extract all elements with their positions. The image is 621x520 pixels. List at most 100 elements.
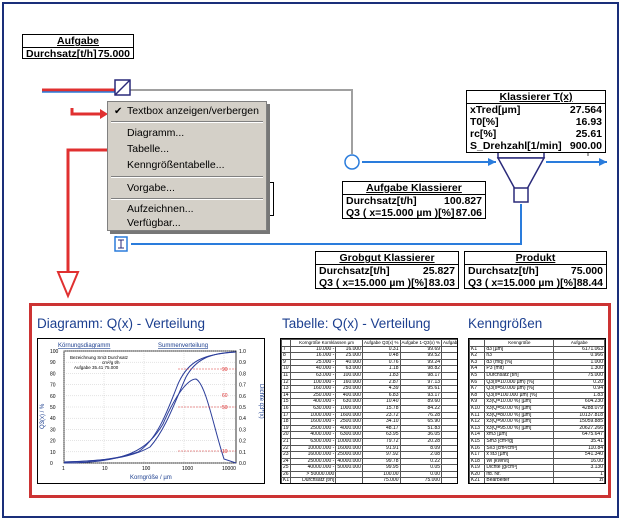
grobgut-box[interactable]: Grobgut Klassierer Durchsatz[t/h]25.827 … bbox=[315, 251, 459, 289]
table-cell: Wi [kWh/t] bbox=[484, 457, 555, 466]
table-cell: 99.69 bbox=[399, 345, 443, 354]
menu-item-vorgabe[interactable]: Vorgabe... bbox=[108, 181, 266, 196]
mini-diagram-svg: Körnungsdiagramm Summenverteilung Bezeic… bbox=[40, 343, 264, 481]
table-cell: 98.82 bbox=[399, 365, 443, 373]
table-cell: x3(Q=80.00 %) [µm] bbox=[484, 411, 555, 420]
table-cell: 40000.000 bbox=[335, 457, 363, 466]
table-cell: 9 bbox=[281, 358, 292, 367]
callout-arrow bbox=[70, 108, 104, 116]
chart-legend: cm²/g t/h bbox=[102, 360, 120, 365]
produkt-box[interactable]: Produkt Durchsatz[t/h]75.000 Q3 ( x=15.0… bbox=[464, 251, 607, 289]
klassierer-value: 16.93 bbox=[575, 116, 602, 128]
klassierer-box[interactable]: Klassierer T(x) xTred[µm]27.564 T0[%]16.… bbox=[466, 90, 606, 153]
klassierer-label: T0[%] bbox=[470, 116, 499, 128]
aufgabe-klassierer-box[interactable]: Aufgabe Klassierer Durchsatz[t/h]100.827… bbox=[342, 181, 486, 219]
table-cell: 15059.885 bbox=[553, 418, 605, 426]
menu-item-diagramm[interactable]: Diagramm... bbox=[108, 126, 266, 141]
table-cell: 98.17 bbox=[399, 371, 443, 380]
table-cell: K3 bbox=[469, 358, 486, 367]
table-cell: 25000.000 bbox=[335, 451, 363, 459]
table-cell: 75.000 bbox=[361, 477, 401, 483]
table-cell: 1.86 bbox=[441, 457, 457, 466]
table-cell: 12 bbox=[281, 378, 292, 387]
table-cell: 16 bbox=[281, 404, 292, 413]
chart-legend: Aufgabe 35.41 75.000 bbox=[74, 365, 119, 370]
table-cell: x3(Q=95.00 %) [µm] bbox=[484, 424, 555, 433]
mini-diagram[interactable]: Körnungsdiagramm Summenverteilung Bezeic… bbox=[37, 338, 265, 484]
table-header-cell: Aufgabe bbox=[553, 339, 605, 347]
table-cell: 0.31 bbox=[361, 345, 401, 354]
table-cell: 50000.000 bbox=[335, 464, 363, 472]
table-cell: K9 bbox=[469, 398, 486, 406]
grobgut-label: Q3 ( x=15.000 µm )[%] bbox=[319, 277, 428, 289]
table-cell: xm3 [µm] bbox=[484, 431, 555, 439]
aufgabe-box[interactable]: Aufgabe Durchsatz[t/h]75.000 bbox=[22, 34, 134, 60]
marker-label: 10 bbox=[222, 449, 228, 455]
table-cell: 10.38 bbox=[441, 418, 457, 426]
table-cell: 2500.000 - bbox=[290, 424, 337, 433]
menu-item-tabelle[interactable]: Tabelle... bbox=[108, 142, 266, 157]
table-cell: 89.60 bbox=[399, 398, 443, 406]
menu-item-verfuegbar[interactable]: Verfügbar... bbox=[108, 216, 266, 231]
table-cell: 22 bbox=[281, 444, 292, 453]
menu-item-textbox-toggle[interactable]: ✔ Textbox anzeigen/verbergen bbox=[108, 104, 266, 119]
table-cell: K20 bbox=[469, 470, 486, 479]
table-cell: 99.52 bbox=[399, 352, 443, 360]
table-cell: > 50000.000 bbox=[290, 470, 337, 479]
table-cell: 15 bbox=[281, 398, 292, 406]
table-cell: 25 bbox=[281, 464, 292, 472]
table-cell: 14.07 bbox=[441, 424, 457, 433]
table-cell: 75.000 bbox=[399, 477, 443, 483]
table-cell: 25.000 bbox=[335, 352, 363, 360]
table-cell: 1000.000 - bbox=[290, 411, 337, 420]
table-cell: x st3 [µm] bbox=[484, 451, 555, 459]
menu-item-label: Diagramm... bbox=[127, 127, 185, 139]
table-cell: 0.20 bbox=[553, 378, 605, 387]
produkt-value: 75.000 bbox=[570, 265, 603, 277]
table-cell: 25000.000 - bbox=[290, 457, 337, 466]
table-cell: 100.000 bbox=[335, 371, 363, 380]
table-cell: Q3(x=100.000 µm) [%] bbox=[484, 391, 555, 400]
menu-item-kenngroessentabelle[interactable]: Kenngrößentabelle... bbox=[108, 158, 266, 173]
table-cell: K14 bbox=[469, 431, 486, 439]
table-cell: 16000.000 - bbox=[290, 451, 337, 459]
grobgut-title: Grobgut Klassierer bbox=[316, 252, 458, 265]
table-cell: lfd. Nr. bbox=[484, 470, 555, 479]
menu-item-aufzeichnen[interactable]: Aufzeichnen... bbox=[108, 202, 266, 217]
table-cell: 2.08 bbox=[399, 451, 443, 459]
table-cell: 18 bbox=[281, 418, 292, 426]
table-cell: K2 bbox=[469, 352, 486, 360]
table-cell: 16.000 bbox=[335, 345, 363, 354]
table-cell: K1 bbox=[281, 477, 292, 484]
menu-item-label: Vorgabe... bbox=[127, 182, 175, 194]
y2-tick-label: 1.0 bbox=[239, 349, 246, 355]
ak-value: 87.06 bbox=[455, 207, 482, 219]
table-cell: 0.17 bbox=[441, 464, 457, 472]
table-cell: d3 (mq) [%] bbox=[484, 358, 555, 367]
table-cell: 160.000 - bbox=[290, 385, 337, 393]
table-cell: 48.17 bbox=[361, 424, 401, 433]
y2-tick-label: 0.1 bbox=[239, 450, 246, 456]
mixer-node[interactable] bbox=[344, 154, 360, 170]
menu-separator bbox=[111, 176, 263, 178]
table-cell: 1.000 bbox=[553, 358, 605, 367]
